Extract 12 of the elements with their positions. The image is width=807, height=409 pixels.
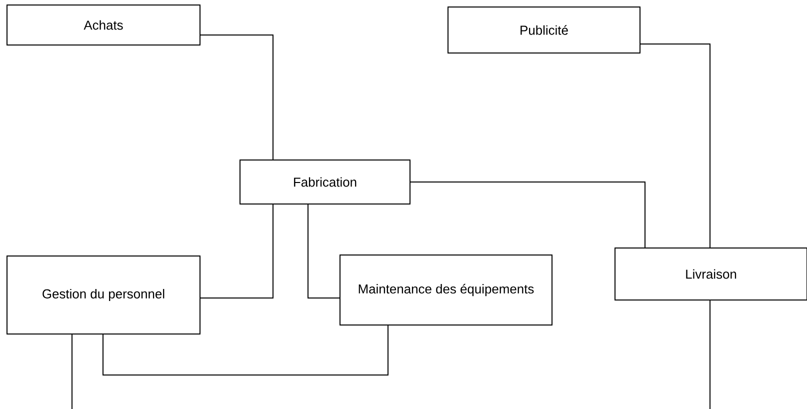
connector-line (102, 325, 388, 376)
process-box: Achats (6, 4, 200, 46)
process-box: Publicité (448, 6, 640, 54)
connector-line (200, 204, 274, 298)
process-box: Gestion du personnel (6, 256, 200, 334)
process-box: Fabrication (240, 160, 410, 204)
connector-line (410, 182, 646, 248)
process-box: Livraison (614, 248, 807, 300)
connector-line (640, 44, 710, 248)
process-box: Maintenance des équipements (340, 254, 552, 326)
connector-line (200, 34, 274, 160)
connector-line (308, 204, 340, 298)
